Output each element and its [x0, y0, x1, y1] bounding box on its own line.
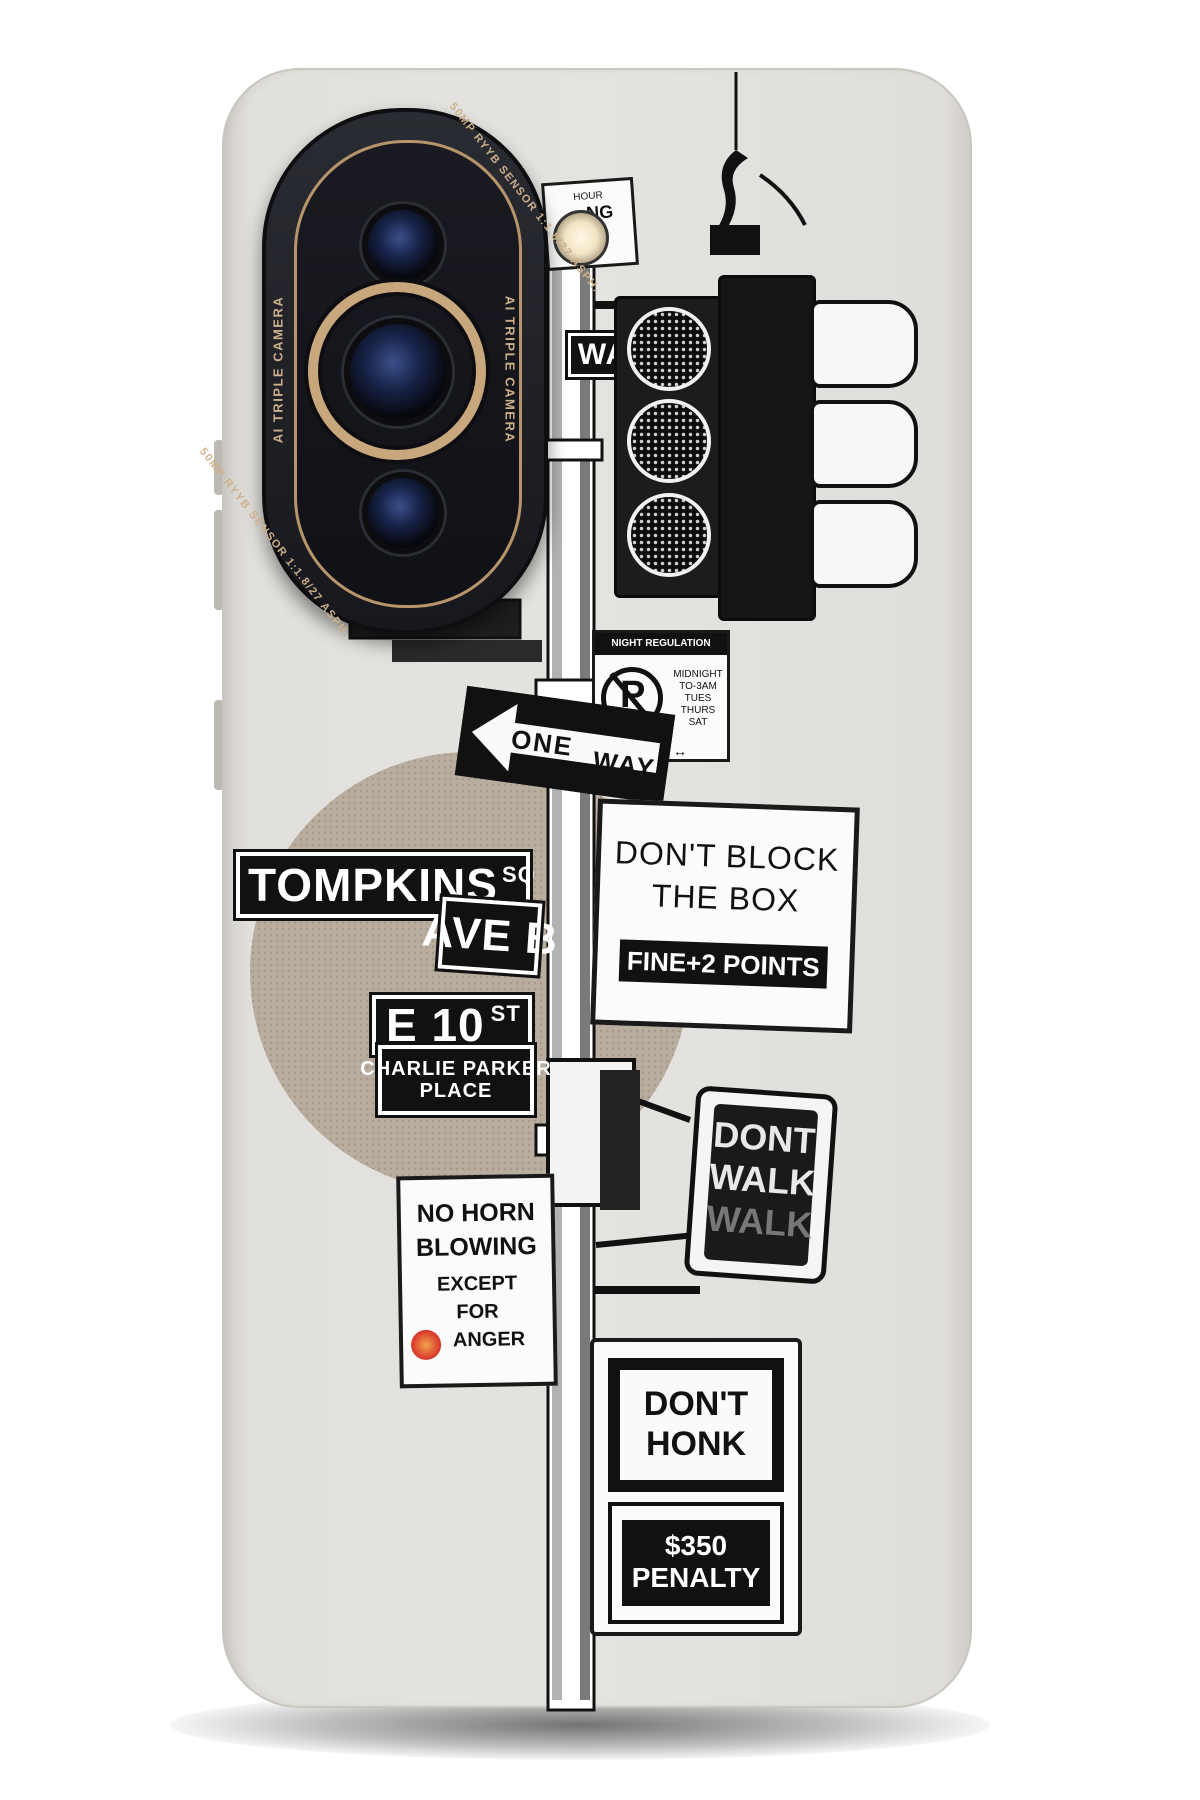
charlie-parker-line2: PLACE — [419, 1080, 493, 1102]
ai-triple-camera-text-left: AI TRIPLE CAMERA — [270, 295, 286, 444]
traffic-light-visor — [810, 400, 918, 488]
one-way-word-one: ONE — [509, 723, 576, 763]
e10-text: E 10 — [386, 999, 485, 1051]
no-horn-line3: EXCEPT — [436, 1272, 518, 1296]
camera-flash — [553, 210, 609, 266]
walk-text-dim: WALK — [705, 1197, 814, 1246]
dont-block-the-box-sign: DON'T BLOCK THE BOX FINE+2 POINTS — [590, 798, 860, 1034]
traffic-lamp — [627, 399, 711, 483]
ave-b-street-sign: AVE B — [420, 893, 560, 979]
side-button-cutout — [214, 700, 224, 790]
traffic-light-visor — [810, 300, 918, 388]
logo-badge-icon — [410, 1329, 442, 1361]
dont-block-line2: THE BOX — [651, 877, 800, 919]
traffic-lamp — [627, 307, 711, 391]
penalty-panel: $350 PENALTY — [608, 1502, 784, 1624]
main-camera-gold-ring — [308, 282, 486, 460]
dont-text: DONT — [712, 1113, 817, 1162]
e10-st-text: ST — [490, 1001, 521, 1026]
charlie-parker-line1: CHARLIE PARKER — [360, 1058, 552, 1080]
double-arrow-icon: ↔ — [673, 743, 687, 759]
pedestrian-signal: DONT WALK WALK — [683, 1085, 839, 1285]
no-horn-line5: ANGER — [452, 1328, 526, 1352]
night-regulation-header: NIGHT REGULATION — [595, 633, 727, 655]
camera-module: AI TRIPLE CAMERA AI TRIPLE CAMERA 50MP R… — [197, 101, 603, 641]
traffic-light-side-housing — [718, 275, 816, 621]
traffic-lamp — [627, 493, 711, 577]
no-horn-line1: NO HORN — [416, 1197, 536, 1229]
charlie-parker-place-sign: CHARLIE PARKER PLACE — [360, 1042, 551, 1118]
no-horn-line4: FOR — [456, 1300, 499, 1324]
no-horn-line2: BLOWING — [415, 1231, 538, 1263]
camera-lens-main — [344, 318, 452, 426]
penalty-word: PENALTY — [631, 1562, 761, 1593]
dont-honk-line2: HONK — [645, 1425, 747, 1463]
pedestrian-signal-face: DONT WALK WALK — [703, 1103, 819, 1267]
ai-triple-camera-text-right: AI TRIPLE CAMERA — [502, 295, 518, 444]
penalty-amount: $350 — [664, 1530, 728, 1561]
dont-honk-penalty-sign: DON'T HONK $350 PENALTY — [590, 1338, 802, 1636]
night-times: MIDNIGHT TO-3AM TUES THURS SAT — [673, 669, 723, 728]
camera-lens-top — [362, 204, 444, 286]
ave-b-text: AVE B — [420, 906, 560, 965]
side-button-cutout — [214, 440, 224, 495]
traffic-light-visor — [810, 500, 918, 588]
tompkins-sq-text: SQ — [501, 862, 536, 887]
dont-honk-line1: DON'T — [643, 1385, 749, 1423]
walk-text: WALK — [708, 1155, 817, 1204]
camera-lens-bottom — [362, 472, 444, 554]
fine-points-banner: FINE+2 POINTS — [618, 939, 828, 989]
no-horn-blowing-sign: NO HORN BLOWING EXCEPT FOR ANGER — [396, 1173, 558, 1389]
dont-honk-panel: DON'T HONK — [608, 1358, 784, 1492]
side-button-cutout — [214, 510, 224, 610]
traffic-light-housing — [614, 296, 724, 598]
dont-block-line1: DON'T BLOCK — [614, 834, 840, 878]
